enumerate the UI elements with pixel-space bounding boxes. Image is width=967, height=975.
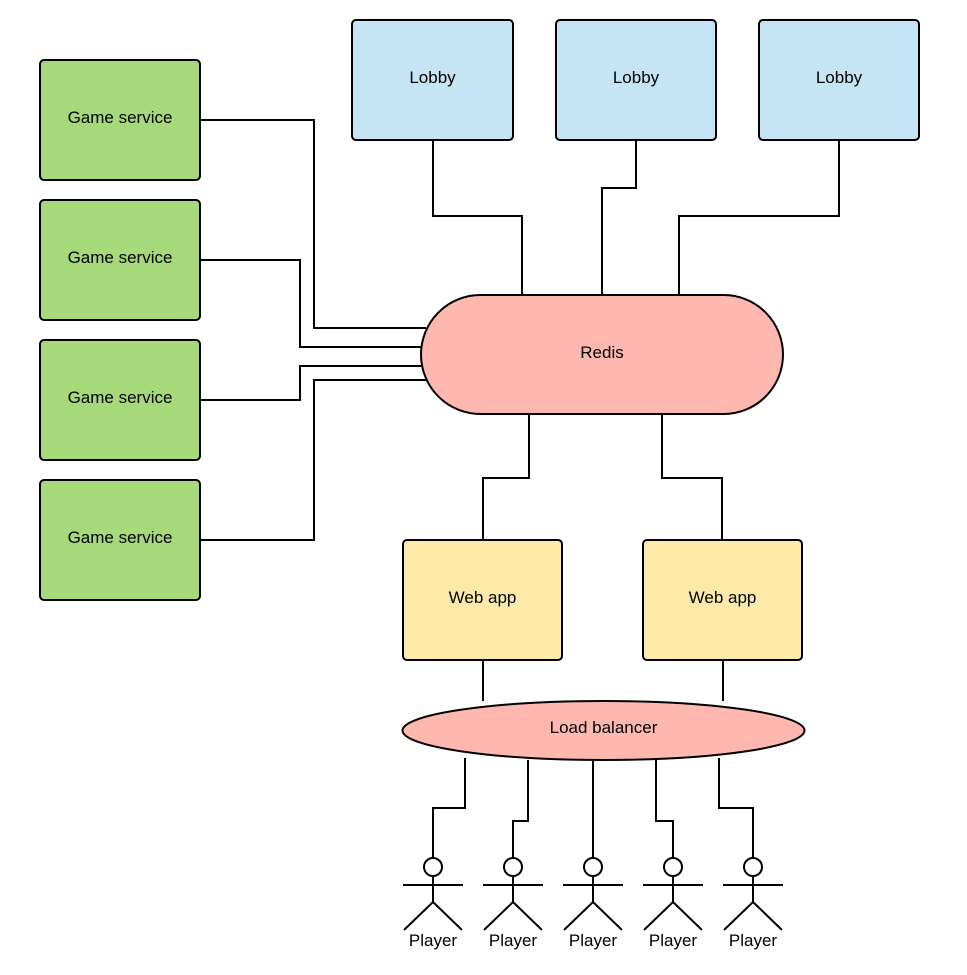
person-actor-icon: [403, 857, 463, 931]
lobby-label: Lobby: [613, 68, 660, 87]
web-app-node[interactable]: Web app: [642, 539, 803, 661]
edge-load-balancer-player-2: [512, 760, 529, 858]
player-actor[interactable]: Player: [643, 857, 703, 950]
player-label: Player: [649, 931, 698, 950]
edge-game-service-3-redis: [200, 365, 421, 401]
person-actor-icon: [723, 857, 783, 931]
edge-game-service-1-redis: [200, 119, 426, 329]
edge-load-balancer-player-5: [718, 758, 754, 858]
edge-lobby-3-redis: [678, 140, 840, 295]
load-balancer-node[interactable]: Load balancer: [401, 700, 806, 761]
game-service-label: Game service: [68, 528, 173, 547]
edge-game-service-2-redis: [200, 259, 421, 348]
game-service-node[interactable]: Game service: [39, 199, 201, 321]
edge-lobby-1-redis: [432, 140, 523, 295]
web-app-label: Web app: [449, 588, 517, 607]
player-label: Player: [489, 931, 538, 950]
lobby-label: Lobby: [816, 68, 863, 87]
person-actor-icon: [643, 857, 703, 931]
game-service-node[interactable]: Game service: [39, 339, 201, 461]
edge-game-service-4-redis: [200, 379, 426, 541]
player-actor[interactable]: Player: [483, 857, 543, 950]
redis-label: Redis: [580, 343, 623, 362]
edge-lobby-2-redis: [601, 140, 637, 295]
person-actor-icon: [483, 857, 543, 931]
web-app-label: Web app: [689, 588, 757, 607]
game-service-node[interactable]: Game service: [39, 479, 201, 601]
edge-redis-web-app-2: [661, 414, 723, 540]
person-actor-icon: [563, 857, 623, 931]
redis-node[interactable]: Redis: [420, 294, 784, 415]
edge-load-balancer-player-1: [432, 758, 466, 858]
player-actor[interactable]: Player: [563, 857, 623, 950]
edge-load-balancer-player-4: [655, 760, 674, 858]
connectors: [200, 119, 840, 858]
player-label: Player: [729, 931, 778, 950]
lobby-label: Lobby: [409, 68, 456, 87]
lobby-node[interactable]: Lobby: [351, 19, 514, 141]
game-service-label: Game service: [68, 248, 173, 267]
player-label: Player: [569, 931, 618, 950]
web-app-node[interactable]: Web app: [402, 539, 563, 661]
lobby-node[interactable]: Lobby: [758, 19, 920, 141]
game-service-node[interactable]: Game service: [39, 59, 201, 181]
game-service-label: Game service: [68, 108, 173, 127]
edge-redis-web-app-1: [482, 414, 530, 540]
lobby-node[interactable]: Lobby: [555, 19, 717, 141]
load-balancer-label: Load balancer: [550, 718, 658, 737]
player-actor[interactable]: Player: [403, 857, 463, 950]
player-actor[interactable]: Player: [723, 857, 783, 950]
game-service-label: Game service: [68, 388, 173, 407]
player-label: Player: [409, 931, 458, 950]
